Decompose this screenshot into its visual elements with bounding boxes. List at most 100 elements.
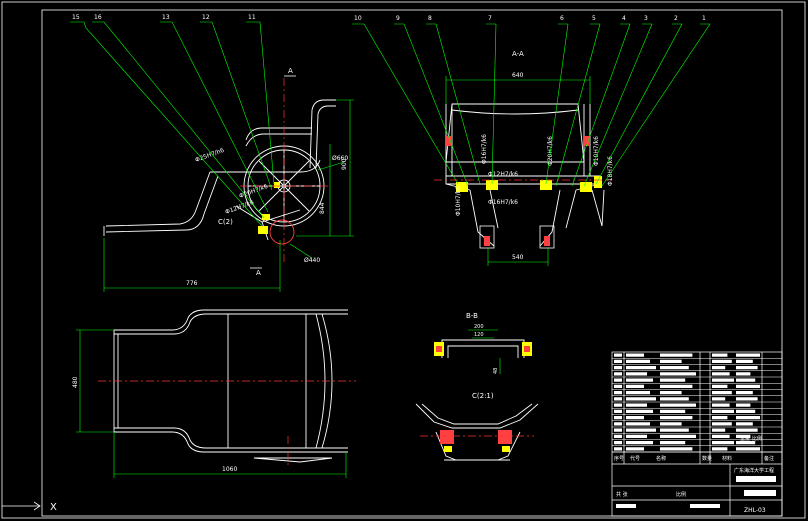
balloon-7: 7 (488, 15, 492, 22)
bom-cell (660, 409, 686, 413)
title-small-scale: 比例 (752, 435, 762, 442)
bom-cell (626, 422, 650, 426)
bom-cell (660, 403, 696, 407)
leg-rest-2 (105, 175, 219, 233)
balloon-5: 5 (592, 15, 596, 22)
bom-cell (712, 397, 726, 401)
balloon-8: 8 (428, 15, 432, 22)
seat-frame (210, 159, 321, 173)
dim-1060: 1060 (222, 466, 237, 473)
bom-cell (712, 359, 732, 363)
fit-2: Φ20H7/k6 (238, 183, 269, 200)
caster-block-2 (262, 214, 270, 220)
bom-cell (736, 378, 756, 382)
bom-cell (736, 434, 751, 438)
bom-cell (660, 378, 686, 382)
caster-block-l (479, 225, 495, 249)
bom-cell (712, 428, 726, 432)
leader-5 (555, 23, 601, 187)
caster-pad-r (544, 236, 550, 246)
bearing-m2 (540, 180, 552, 190)
bom-cell (626, 359, 650, 363)
detail-c-fork-l (435, 431, 457, 461)
side-view-centerlines (240, 78, 330, 262)
bom-cell (660, 372, 696, 376)
bb-pin-l (436, 346, 442, 352)
bb-pin-r (524, 346, 530, 352)
armrest-2 (245, 133, 312, 147)
bom-cell (736, 384, 760, 388)
bearing-m1 (486, 180, 498, 190)
header-cell-material: 材料 (722, 455, 732, 462)
leader-11 (246, 21, 275, 185)
bom-cell-number (614, 397, 622, 401)
bom-cell (736, 447, 760, 451)
bom-cell (712, 434, 730, 438)
leg-left-2 (489, 189, 499, 229)
detail-c-title: C(2:1) (472, 392, 494, 400)
fit-f: Φ10H7/k6 (455, 186, 462, 216)
bom-cell-number (614, 428, 622, 432)
side-view-dimensions (103, 99, 354, 292)
bom-cell (626, 378, 653, 382)
bom-cell (712, 447, 728, 451)
leader-2 (595, 23, 683, 185)
bom-cell (712, 366, 726, 370)
bom-table (612, 353, 782, 453)
bom-cell (712, 391, 732, 395)
caster-assembly (258, 182, 295, 245)
plan-frame-top (114, 309, 348, 331)
section-label-a-bottom: A (256, 269, 261, 277)
detail-c-view (415, 403, 539, 461)
bom-cell (660, 353, 693, 357)
bom-cell (626, 416, 644, 420)
dim-640: 640 (512, 72, 524, 79)
section-bb-view (441, 339, 525, 358)
bom-cell (660, 447, 693, 451)
leader-1 (601, 23, 711, 187)
bom-cell (660, 416, 693, 420)
leader-15 (70, 21, 263, 227)
bom-cell (712, 353, 728, 357)
plan-view-dim-text: 480 1060 (72, 376, 237, 473)
leader-9 (394, 23, 469, 187)
bom-cell (626, 409, 653, 413)
bom-cell (712, 409, 734, 413)
dim-900: 900 (341, 158, 348, 170)
header-cell-code: 代号 (630, 455, 640, 462)
balloon-1: 1 (702, 15, 706, 22)
bom-cell (660, 397, 689, 401)
bom-cell-number (614, 441, 622, 445)
bom-cell (712, 384, 728, 388)
bom-cell (626, 447, 644, 451)
balloon-16: 16 (94, 14, 102, 21)
dim-440-leader (289, 243, 313, 259)
bom-cell-number (614, 353, 622, 357)
leader-16 (92, 21, 265, 219)
bom-cell-number (614, 366, 622, 370)
leader-7 (486, 23, 497, 185)
caster-block (258, 226, 268, 234)
bom-cell (736, 409, 756, 413)
ucs-label: X (50, 502, 57, 513)
dim-540: 540 (512, 254, 524, 261)
bom-cell (736, 366, 758, 370)
balloon-6: 6 (560, 15, 564, 22)
leader-13 (160, 21, 269, 213)
bom-cell-number (614, 372, 622, 376)
plan-back-curve-2 (321, 313, 333, 449)
backrest-tube (309, 99, 336, 169)
leader-3 (583, 23, 653, 187)
bom-cell (736, 353, 760, 357)
section-bb-dim-text: 200 120 48 (474, 324, 499, 374)
bom-cell (626, 366, 656, 370)
clamp-r (584, 136, 590, 146)
dim-120: 120 (474, 332, 484, 338)
bom-cell (736, 359, 753, 363)
balloon-10: 10 (354, 15, 362, 22)
plan-frame-bottom (114, 431, 348, 453)
fit-d: Φ16H7/k6 (488, 199, 518, 206)
balloons-top-left: 15 16 13 12 11 (72, 14, 256, 21)
bom-cell (626, 403, 647, 407)
